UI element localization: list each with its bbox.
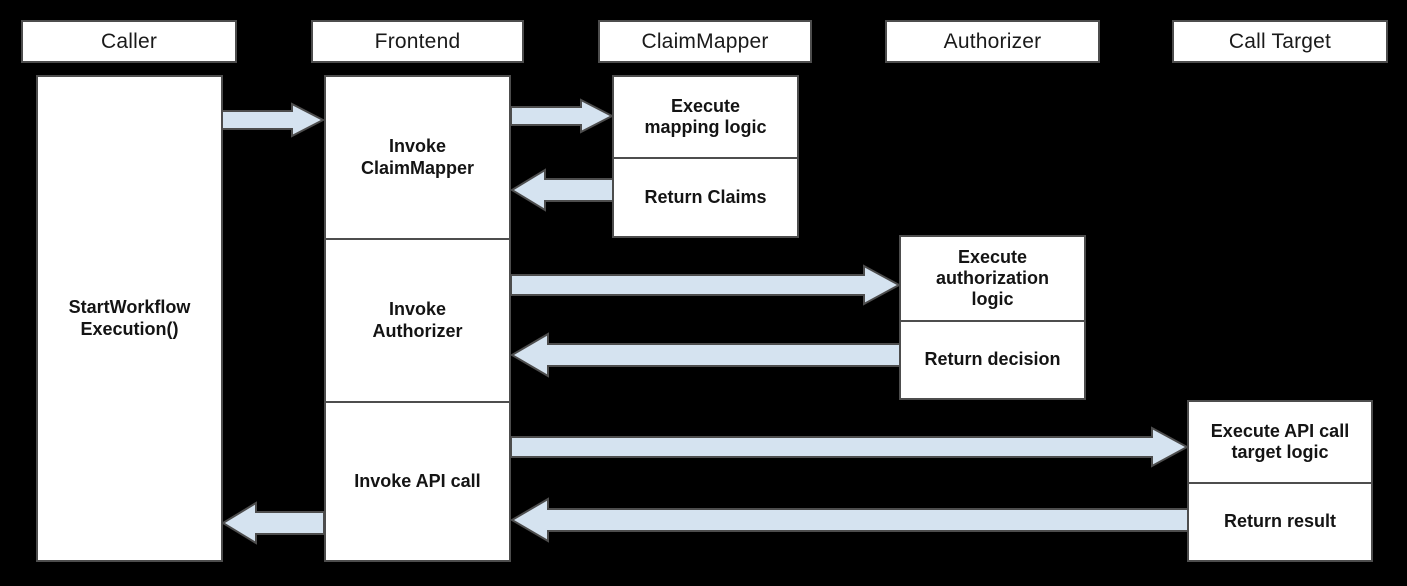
arrow-frontend-to-claimmapper bbox=[510, 98, 615, 134]
lane-header-frontend: Frontend bbox=[311, 20, 524, 63]
lane-header-label: Call Target bbox=[1228, 29, 1332, 53]
arrow-frontend-to-caller bbox=[221, 501, 325, 545]
arrow-frontend-to-call-target bbox=[510, 426, 1190, 468]
lane-header-label: Authorizer bbox=[943, 29, 1042, 53]
lane-header-label: Frontend bbox=[374, 29, 461, 53]
arrow-frontend-to-authorizer bbox=[510, 264, 902, 306]
lane-header-call-target: Call Target bbox=[1172, 20, 1388, 63]
arrow-claimmapper-to-frontend bbox=[510, 168, 614, 212]
lane-header-claimmapper: ClaimMapper bbox=[598, 20, 812, 63]
lane-header-label: Caller bbox=[100, 29, 158, 53]
activation-label-invoke-api-call: Invoke API call bbox=[326, 401, 509, 560]
arrow-call-target-to-frontend bbox=[510, 497, 1189, 543]
activation-label-return-decision: Return decision bbox=[901, 320, 1084, 398]
lane-header-authorizer: Authorizer bbox=[885, 20, 1100, 63]
activation-label-return-result: Return result bbox=[1189, 482, 1371, 560]
lane-header-caller: Caller bbox=[21, 20, 237, 63]
activation-label-return-claims: Return Claims bbox=[614, 157, 797, 236]
arrow-caller-to-frontend bbox=[221, 102, 326, 138]
lane-header-label: ClaimMapper bbox=[641, 29, 769, 53]
arrow-authorizer-to-frontend bbox=[510, 332, 901, 378]
